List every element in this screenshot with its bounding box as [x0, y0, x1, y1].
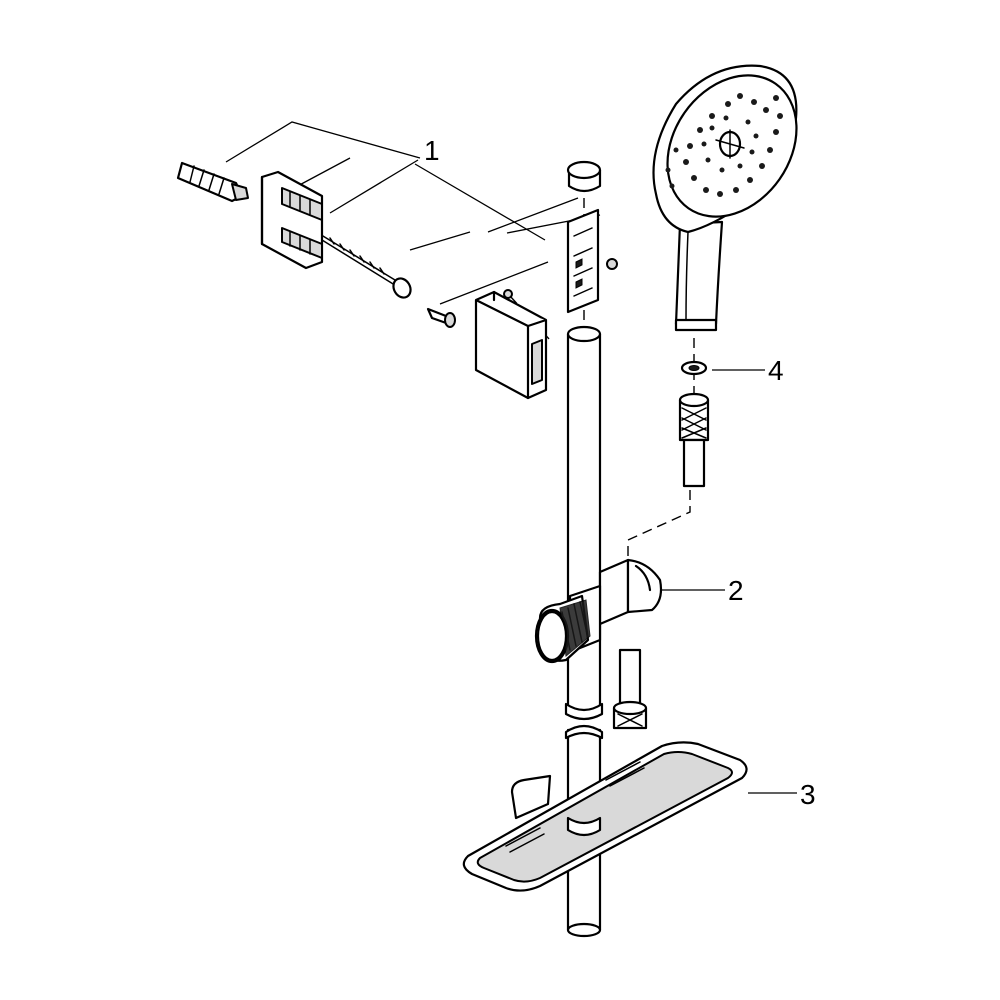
rail-end-cap	[566, 160, 602, 193]
small-screw	[426, 307, 456, 328]
wall-bracket	[260, 170, 324, 270]
shower-hose-lower	[612, 648, 648, 730]
callout-number-4: 4	[768, 355, 784, 386]
clip-insert	[503, 208, 618, 314]
callout-number-2: 2	[728, 575, 744, 606]
bracket-cover	[474, 290, 548, 400]
slider-holder	[534, 558, 663, 664]
wall-plug	[176, 161, 249, 203]
spray-nozzles	[665, 93, 783, 197]
callout-number-3: 3	[800, 779, 816, 810]
long-wood-screw	[317, 232, 412, 299]
shower-hose-upper	[678, 392, 710, 488]
hand-shower	[652, 64, 798, 332]
seal-washer	[680, 360, 708, 376]
shower-tray	[462, 741, 748, 892]
callout-number-1: 1	[424, 135, 440, 166]
shower-rail-upper	[564, 325, 604, 721]
